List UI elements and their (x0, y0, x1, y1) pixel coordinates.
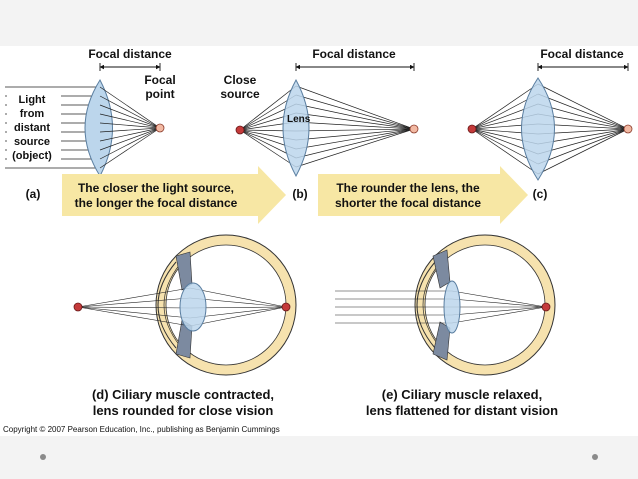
panel-b-lens-diagram (235, 63, 419, 178)
caption-e-line2: lens flattened for distant vision (366, 403, 558, 418)
explanation-arrow-1 (62, 166, 286, 224)
light-label-1: Light (19, 94, 46, 106)
focal-distance-label-b: Focal distance (312, 47, 396, 61)
arrow1-line2: the longer the focal distance (75, 196, 238, 210)
caption-d-line1: (d) Ciliary muscle contracted, (92, 387, 274, 402)
panel-a-label: (a) (26, 187, 41, 201)
lens-e-flattened (443, 280, 461, 334)
caption-d-line2: lens rounded for close vision (93, 403, 274, 418)
light-source-labels: Light from distant source (object) (7, 93, 61, 163)
panel-c-lens-diagram (467, 63, 633, 181)
slide-top-band (0, 0, 638, 46)
focal-point-label-1: Focal (144, 73, 175, 87)
focal-point-a (155, 123, 165, 133)
caption-e-line1: (e) Ciliary muscle relaxed, (382, 387, 542, 402)
close-source-point-b (235, 125, 245, 135)
arrow1-line1: The closer the light source, (78, 181, 234, 195)
copyright-notice: Copyright © 2007 Pearson Education, Inc.… (3, 425, 280, 434)
focal-point-label-2: point (145, 87, 174, 101)
close-source-label-1: Close (224, 73, 257, 87)
lens-a (84, 78, 113, 178)
focal-distance-label-a: Focal distance (88, 47, 172, 61)
arrow2-line1: The rounder the lens, the (336, 181, 480, 195)
close-source-point-c (467, 124, 477, 134)
object-point-d (73, 302, 83, 312)
slide-bottom-band (0, 436, 638, 479)
focal-point-c (623, 124, 633, 134)
retina-point-d (281, 302, 291, 312)
light-label-5: (object) (12, 150, 52, 162)
arrow2-line2: shorter the focal distance (335, 196, 481, 210)
light-label-4: source (14, 136, 50, 148)
eye-e-distant-vision (335, 234, 556, 376)
cornea-d (157, 261, 177, 349)
slide-dot-left (40, 454, 46, 460)
focal-point-b (409, 124, 419, 134)
panel-c-label: (c) (533, 187, 548, 201)
eye-d-close-vision (73, 234, 297, 376)
lens-b (282, 78, 310, 178)
lens-c (521, 77, 555, 181)
panel-b-label: (b) (292, 187, 307, 201)
close-source-label-2: source (220, 87, 260, 101)
cornea-e (416, 261, 436, 349)
light-label-2: from (20, 108, 45, 120)
explanation-arrow-2 (318, 166, 528, 224)
slide-dot-right (592, 454, 598, 460)
light-label-3: distant (14, 122, 50, 134)
focal-distance-label-c: Focal distance (540, 47, 624, 61)
lens-d-rounded (179, 282, 207, 332)
lens-label: Lens (287, 114, 311, 125)
retina-point-e (541, 302, 551, 312)
